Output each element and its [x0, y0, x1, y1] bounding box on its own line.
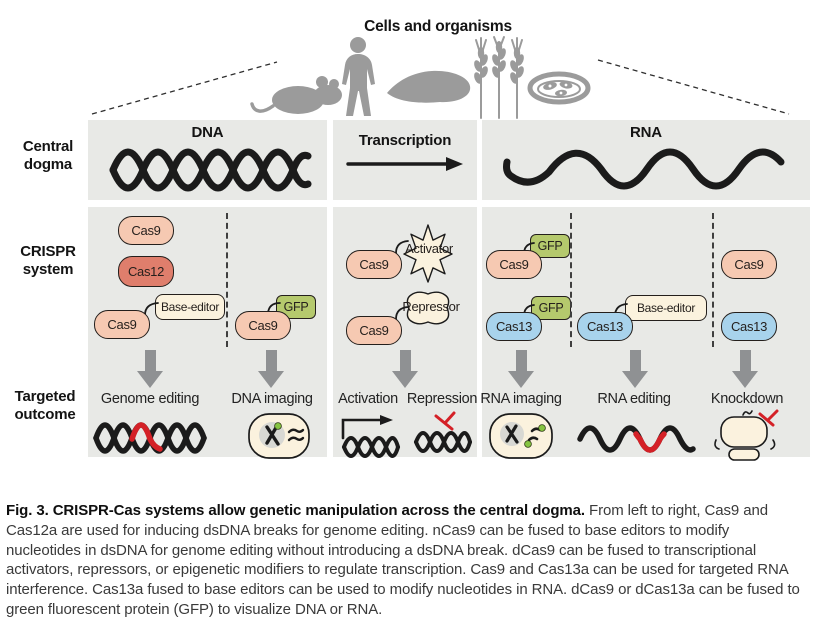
cas12-pill: Cas12 [118, 256, 174, 287]
cas9-pill: Cas9 [721, 250, 777, 279]
mouse-icon [250, 76, 342, 114]
dna-helix-icon [109, 148, 312, 192]
repressor-shape-icon [406, 291, 450, 325]
fusion-connector-icon [395, 240, 409, 254]
outcome-label-dna-imaging: DNA imaging [231, 391, 313, 407]
repression-inhibitor-icon [414, 411, 472, 453]
activator-label: Activator [405, 241, 453, 256]
rna-imaging-cell-icon [489, 413, 553, 459]
repressor-label: Repressor [402, 299, 460, 314]
outcome-label-genome-editing: Genome editing [100, 391, 200, 407]
fish-icon [387, 70, 471, 103]
column-divider [712, 213, 714, 347]
cas13-pill: Cas13 [577, 312, 633, 341]
petri-dish-icon [527, 71, 591, 105]
outcome-arrow-icon [508, 350, 534, 390]
outcome-label-repression: Repression [406, 391, 478, 407]
rna-header: RNA [630, 124, 662, 141]
wheat-icon [474, 36, 524, 119]
outcome-arrow-icon [622, 350, 648, 390]
rna-wave-icon [503, 148, 785, 190]
fusion-connector-icon [395, 306, 409, 320]
cas9-pill: Cas9 [486, 250, 542, 279]
transcription-arrow-icon [346, 157, 463, 171]
cas9-pill: Cas9 [94, 310, 150, 339]
activation-promoter-icon [341, 415, 400, 458]
outcome-label-rna-editing: RNA editing [597, 391, 671, 407]
gfp-tag: GFP [276, 295, 316, 319]
genome-editing-helix-icon [93, 422, 207, 454]
column-divider [226, 213, 228, 347]
cas13-pill: Cas13 [721, 312, 777, 341]
outcome-label-activation: Activation [338, 391, 398, 407]
transcription-header: Transcription [358, 132, 452, 149]
base-editor-tag: Base-editor [625, 295, 707, 321]
base-editor-tag: Base-editor [155, 294, 225, 320]
figure-caption: Fig. 3. CRISPR-Cas systems allow genetic… [6, 501, 800, 617]
caption-body: From left to right, Cas9 and Cas12a are … [6, 502, 800, 617]
outcome-arrow-icon [732, 350, 758, 390]
cas13-pill: Cas13 [486, 312, 542, 341]
caption-bold-lead: Fig. 3. CRISPR-Cas systems allow genetic… [6, 502, 585, 519]
projection-dashed-lines [91, 59, 790, 115]
row-label-targeted-outcome: Targeted outcome [14, 388, 76, 423]
outcome-label-rna-imaging: RNA imaging [480, 391, 562, 407]
row-label-central-dogma: Central dogma [22, 138, 74, 173]
outcome-arrow-icon [258, 350, 284, 390]
cas9-pill: Cas9 [346, 250, 402, 279]
cas9-pill: Cas9 [118, 216, 174, 245]
cas9-pill: Cas9 [346, 316, 402, 345]
rna-editing-wave-icon [577, 425, 696, 453]
cells-and-organisms-title: Cells and organisms [364, 18, 512, 35]
outcome-arrow-icon [137, 350, 163, 390]
outcome-arrow-icon [392, 350, 418, 390]
knockdown-ribosome-icon [714, 409, 779, 461]
dna-imaging-cell-icon [248, 413, 310, 459]
panel-central-dogma-rna [482, 120, 810, 200]
row-label-crispr-system: CRISPR system [20, 243, 76, 278]
dna-header: DNA [191, 124, 224, 141]
outcome-label-knockdown: Knockdown [710, 391, 784, 407]
cas9-pill: Cas9 [235, 311, 291, 340]
column-divider [570, 213, 572, 347]
human-icon [342, 37, 375, 116]
activator-shape-icon [403, 224, 453, 283]
